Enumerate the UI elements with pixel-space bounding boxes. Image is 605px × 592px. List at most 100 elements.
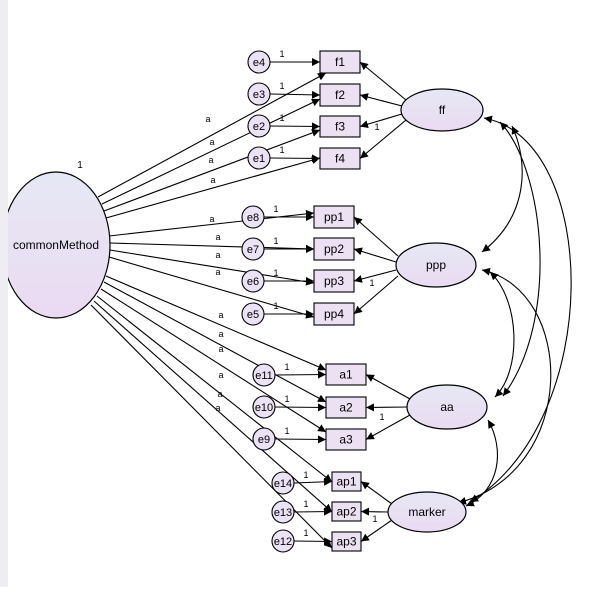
error-term-e10[interactable] [252, 395, 276, 419]
error-term-e5[interactable] [241, 302, 265, 326]
latent-label-marker: marker [408, 505, 445, 519]
error-term-e12[interactable] [271, 529, 295, 553]
loading-marker-ap2 [360, 507, 389, 516]
loading-marker-ap1 [360, 481, 393, 505]
error-label-e3: e3 [253, 89, 265, 101]
method-loading-a3 [100, 288, 327, 433]
indicator-label-ap3: ap3 [336, 535, 356, 549]
latent-marker[interactable] [387, 491, 467, 533]
loading-ff-f4 [359, 119, 407, 159]
indicator-a1[interactable] [325, 363, 367, 386]
loading-ff-f1 [359, 61, 407, 101]
method-loading-label-f1: a [205, 114, 210, 124]
latent-ff[interactable] [400, 88, 484, 132]
indicator-f3[interactable] [319, 115, 361, 138]
indicator-ap1[interactable] [331, 471, 362, 492]
error-path-e13 [293, 507, 333, 516]
indicator-f4[interactable] [319, 147, 361, 170]
method-loading-label-pp1: a [209, 214, 214, 224]
covariance-ff-aa [499, 121, 541, 397]
latent-ppp[interactable] [395, 242, 477, 288]
error-path-label-e7: 1 [273, 236, 278, 246]
latent-aa[interactable] [406, 384, 488, 430]
method-loading-pp4 [108, 256, 315, 319]
latent-label-ppp: ppp [426, 258, 446, 272]
indicator-ap2[interactable] [331, 501, 362, 522]
indicator-ap3[interactable] [331, 531, 362, 552]
error-term-e1[interactable] [247, 146, 271, 170]
method-loading-label-a2: a [218, 329, 223, 339]
latent-label-ff: ff [439, 103, 446, 117]
indicator-label-a3: a3 [339, 433, 353, 447]
indicator-f2[interactable] [319, 83, 361, 107]
fixed-loading-label-pp4: 1 [369, 278, 374, 288]
error-label-e13: e13 [274, 507, 292, 519]
error-label-e6: e6 [247, 276, 259, 288]
method-loading-ap1 [96, 295, 333, 483]
loading-ppp-pp4 [353, 275, 399, 315]
method-loading-label-f4: a [210, 175, 215, 185]
fixed-loading-label-a3: 1 [379, 412, 384, 422]
error-path-label-e11: 1 [284, 362, 289, 372]
loading-aa-a2 [365, 403, 409, 412]
indicator-label-f2: f2 [335, 88, 345, 102]
error-path-e9 [274, 435, 327, 444]
error-term-e9[interactable] [252, 427, 276, 451]
error-label-e2: e2 [253, 121, 265, 133]
loading-ff-f3 [359, 113, 403, 129]
error-term-e11[interactable] [252, 363, 276, 387]
loading-ff-f2 [359, 93, 403, 107]
covariance-ff-ppp [481, 125, 523, 253]
indicator-pp4[interactable] [313, 302, 355, 326]
error-path-label-e5: 1 [273, 301, 278, 311]
method-loading-label-ap2: a [217, 389, 222, 399]
method-loading-label-pp4: a [215, 267, 220, 277]
method-loading-label-a1: a [218, 310, 223, 320]
error-term-e6[interactable] [241, 269, 265, 293]
indicator-f1[interactable] [319, 50, 361, 74]
error-label-e5: e5 [247, 309, 259, 321]
covariance-ppp-aa [489, 271, 515, 398]
error-path-label-e8: 1 [273, 204, 278, 214]
indicator-label-ap1: ap1 [336, 475, 356, 489]
error-term-e14[interactable] [271, 471, 295, 495]
error-label-e14: e14 [274, 478, 292, 490]
error-path-label-e14: 1 [303, 470, 308, 480]
method-loading-label-f2: a [209, 137, 214, 147]
error-label-e10: e10 [255, 402, 273, 414]
indicator-pp1[interactable] [313, 205, 355, 229]
indicator-a2[interactable] [325, 396, 367, 419]
covariance-aa-marker [465, 419, 499, 507]
latent-label-commonMethod: commonMethod [13, 238, 99, 252]
error-path-e1 [269, 154, 321, 163]
method-loading-pp2 [109, 242, 315, 253]
indicator-label-pp4: pp4 [324, 307, 344, 321]
method-loading-f3 [103, 129, 321, 212]
error-term-e7[interactable] [241, 237, 265, 261]
indicator-a3[interactable] [325, 428, 367, 451]
method-loading-label-a3: a [218, 344, 223, 354]
loading-marker-ap3 [360, 519, 393, 542]
error-term-e13[interactable] [271, 500, 295, 524]
error-term-e4[interactable] [247, 50, 271, 74]
indicator-label-f4: f4 [335, 152, 345, 166]
indicator-pp3[interactable] [313, 269, 355, 293]
indicator-pp2[interactable] [313, 237, 355, 261]
error-path-e12 [293, 537, 333, 546]
indicator-label-f1: f1 [335, 55, 345, 69]
indicator-label-pp2: pp2 [324, 242, 344, 256]
latent-label-aa: aa [440, 400, 454, 414]
error-label-e11: e11 [255, 370, 273, 382]
method-loading-label-f3: a [208, 155, 213, 165]
loading-aa-a3 [365, 414, 411, 440]
error-term-e3[interactable] [247, 82, 271, 106]
error-term-e8[interactable] [241, 205, 265, 229]
indicator-label-a1: a1 [339, 368, 353, 382]
fixed-loading-label-f4: 1 [374, 122, 379, 132]
loading-ppp-pp1 [353, 216, 399, 257]
error-term-e2[interactable] [247, 114, 271, 138]
indicator-label-a2: a2 [339, 401, 353, 415]
error-path-label-e12: 1 [303, 528, 308, 538]
